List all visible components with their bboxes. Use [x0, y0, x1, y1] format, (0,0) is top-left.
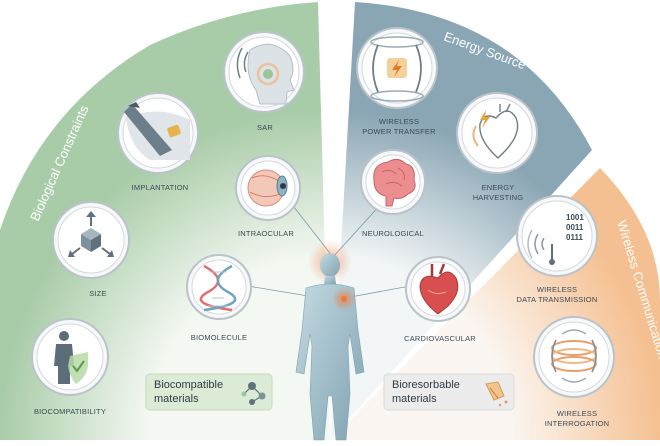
binary-line-3: 0111 [566, 233, 583, 242]
label-energy-harvesting-2: HARVESTING [473, 193, 524, 202]
label-cardiovascular: CARDIOVASCULAR [404, 334, 476, 343]
heart-icon [419, 263, 459, 315]
binary-line-2: 0011 [566, 223, 584, 232]
label-data-transmission-2: DATA TRANSMISSION [517, 295, 598, 304]
person-shield-icon [54, 331, 88, 384]
biocompatible-materials-box: Biocompatible materials [145, 373, 273, 411]
antenna-signal-icon: 1001 0011 0111 [527, 213, 584, 265]
node-implantation[interactable] [117, 92, 199, 174]
node-data-transmission[interactable]: 1001 0011 0111 [516, 195, 598, 277]
biocompatible-title-1: Biocompatible [154, 379, 223, 391]
node-size[interactable] [52, 201, 130, 279]
needle-implant-icon [124, 102, 190, 160]
human-body-figure [295, 240, 365, 441]
binary-line-1: 1001 [566, 213, 584, 222]
label-neurological: NEUROLOGICAL [362, 229, 424, 238]
label-intraocular: INTRAOCULAR [238, 229, 294, 238]
bioresorbable-materials-box: Bioresorbable materials [383, 373, 515, 411]
biocompatible-title-2: materials [154, 393, 199, 405]
node-neurological[interactable] [360, 149, 426, 215]
coil-icon [551, 329, 597, 383]
label-wireless-power-1: WIRELESS [379, 117, 419, 126]
label-interrogation-1: WIRELESS [557, 409, 597, 418]
cube-arrows-icon [68, 211, 114, 257]
label-energy-harvesting-1: ENERGY [482, 183, 515, 192]
label-implantation: IMPLANTATION [132, 183, 189, 192]
label-data-transmission-1: WIRELESS [537, 285, 577, 294]
power-transfer-icon [370, 36, 424, 102]
node-wireless-power[interactable] [356, 27, 438, 109]
head-radiation-icon [236, 43, 295, 105]
node-biocompatibility[interactable] [31, 318, 109, 396]
brain-icon [373, 158, 416, 207]
label-interrogation-2: INTERROGATION [545, 419, 610, 428]
dissolving-device-icon [485, 381, 508, 407]
label-size: SIZE [89, 289, 106, 298]
node-cardiovascular[interactable] [405, 256, 471, 322]
molecule-icon [241, 382, 266, 405]
dna-icon [199, 264, 237, 312]
heart-outline-icon [472, 103, 519, 159]
node-biomolecule[interactable] [186, 254, 252, 320]
node-intraocular[interactable] [235, 155, 301, 221]
node-sar[interactable] [223, 31, 305, 113]
label-biocompatibility: BIOCOMPATIBILITY [34, 407, 106, 416]
label-wireless-power-2: POWER TRANSFER [362, 127, 436, 136]
node-energy-harvesting[interactable] [456, 92, 538, 174]
bioresorbable-title-2: materials [392, 393, 437, 405]
node-interrogation[interactable] [533, 316, 615, 398]
eye-icon [247, 169, 288, 207]
label-biomolecule: BIOMOLECULE [191, 333, 247, 342]
label-sar: SAR [257, 123, 273, 132]
bioresorbable-title-1: Bioresorbable [392, 379, 460, 391]
